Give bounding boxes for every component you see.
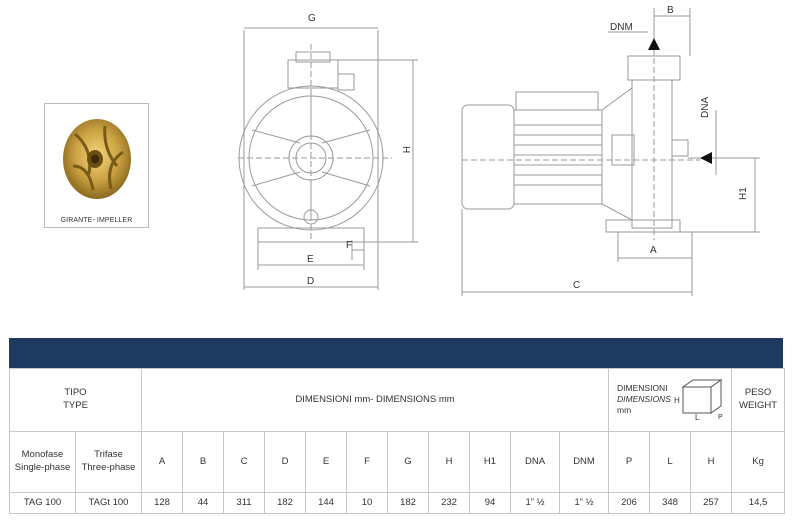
dim-label-d: D	[307, 276, 314, 287]
type-label: TYPE	[63, 400, 88, 411]
col-l: L	[649, 431, 692, 493]
pack-icon-p: P	[718, 414, 723, 421]
suction-arrow-icon	[700, 152, 712, 164]
flow-arrows	[648, 38, 712, 164]
cell-a: 128	[141, 492, 183, 514]
dim-label-c: C	[573, 280, 580, 291]
technical-drawing: GIRANTE- IMPELLER	[44, 5, 760, 296]
col-a: A	[141, 431, 183, 493]
table-header-band	[9, 338, 783, 368]
col-h: H	[428, 431, 470, 493]
table-row: TAG 100 TAGt 100 128 44 311 182 144 10 1…	[9, 492, 786, 514]
col-monofase: Monofase Single-phase	[9, 431, 76, 493]
dim-label-b: B	[667, 5, 674, 16]
dim-label-a: A	[650, 245, 657, 256]
col-pack-h: H	[690, 431, 733, 493]
dim-label-dnm: DNM	[610, 22, 633, 33]
cell-dnm: 1” ½	[558, 492, 610, 514]
table-header-row: TIPO TYPE DIMENSIONI mm- DIMENSIONS mm D…	[9, 368, 786, 432]
col-tri-label-1: Trifase	[94, 449, 123, 461]
col-d: D	[264, 431, 306, 493]
discharge-arrow-icon	[648, 38, 660, 50]
peso-label: PESO	[744, 387, 772, 399]
col-tri-label-2: Three-phase	[81, 462, 136, 473]
package-box-icon: H L P	[674, 379, 723, 421]
impeller-caption: GIRANTE- IMPELLER	[60, 217, 133, 224]
col-h1: H1	[469, 431, 511, 493]
cell-dna: 1” ½	[510, 492, 560, 514]
dim-label-f: F	[346, 240, 352, 251]
cell-e: 144	[305, 492, 347, 514]
cell-l: 348	[649, 492, 692, 514]
dimensions-header: DIMENSIONI mm- DIMENSIONS mm	[140, 368, 610, 432]
dim-label-h1: H1	[738, 187, 749, 200]
pack-icon-l: L	[695, 413, 700, 421]
impeller-image	[63, 119, 131, 199]
col-mono-label-1: Monofase	[21, 449, 64, 461]
col-f: F	[346, 431, 388, 493]
pack-label-3: mm	[617, 405, 632, 416]
col-g: G	[387, 431, 429, 493]
col-dna: DNA	[510, 431, 560, 493]
spec-table: TIPO TYPE DIMENSIONI mm- DIMENSIONS mm D…	[9, 368, 786, 514]
weight-header: PESO WEIGHT	[731, 368, 786, 432]
cell-c: 311	[223, 492, 265, 514]
cell-mono-model: TAG 100	[9, 492, 76, 514]
pack-label-1: DIMENSIONI	[617, 383, 668, 393]
dim-label-e: E	[307, 254, 314, 265]
tipo-label: TIPO	[64, 387, 87, 399]
col-mono-label-2: Single-phase	[14, 462, 71, 473]
pump-drawings: G H F E D DNM B DNA H1 A C	[238, 5, 760, 296]
impeller-photo: GIRANTE- IMPELLER	[44, 103, 149, 228]
tipo-cell: TIPO TYPE	[9, 368, 142, 432]
col-p: P	[608, 431, 651, 493]
cell-h1: 94	[469, 492, 511, 514]
cell-h: 232	[428, 492, 470, 514]
col-kg: Kg	[731, 431, 786, 493]
col-c: C	[223, 431, 265, 493]
dim-label-dna: DNA	[700, 97, 711, 118]
cell-d: 182	[264, 492, 306, 514]
pack-icon-h: H	[674, 396, 680, 405]
cell-tri-model: TAGt 100	[75, 492, 142, 514]
pack-label-2: DIMENSIONS	[617, 394, 671, 405]
cell-p: 206	[608, 492, 651, 514]
col-e: E	[305, 431, 347, 493]
weight-label: WEIGHT	[739, 400, 778, 411]
dim-label-h: H	[400, 146, 411, 153]
cell-f: 10	[346, 492, 388, 514]
cell-kg: 14,5	[731, 492, 786, 514]
dim-label-g: G	[308, 13, 316, 24]
cell-b: 44	[182, 492, 224, 514]
col-trifase: Trifase Three-phase	[75, 431, 142, 493]
col-b: B	[182, 431, 224, 493]
packaging-dimensions-header: DIMENSIONI DIMENSIONS mm H L P	[608, 368, 733, 432]
cell-g: 182	[387, 492, 429, 514]
cell-pack-h: 257	[690, 492, 733, 514]
table-column-row: Monofase Single-phase Trifase Three-phas…	[9, 431, 786, 493]
col-dnm: DNM	[558, 431, 610, 493]
